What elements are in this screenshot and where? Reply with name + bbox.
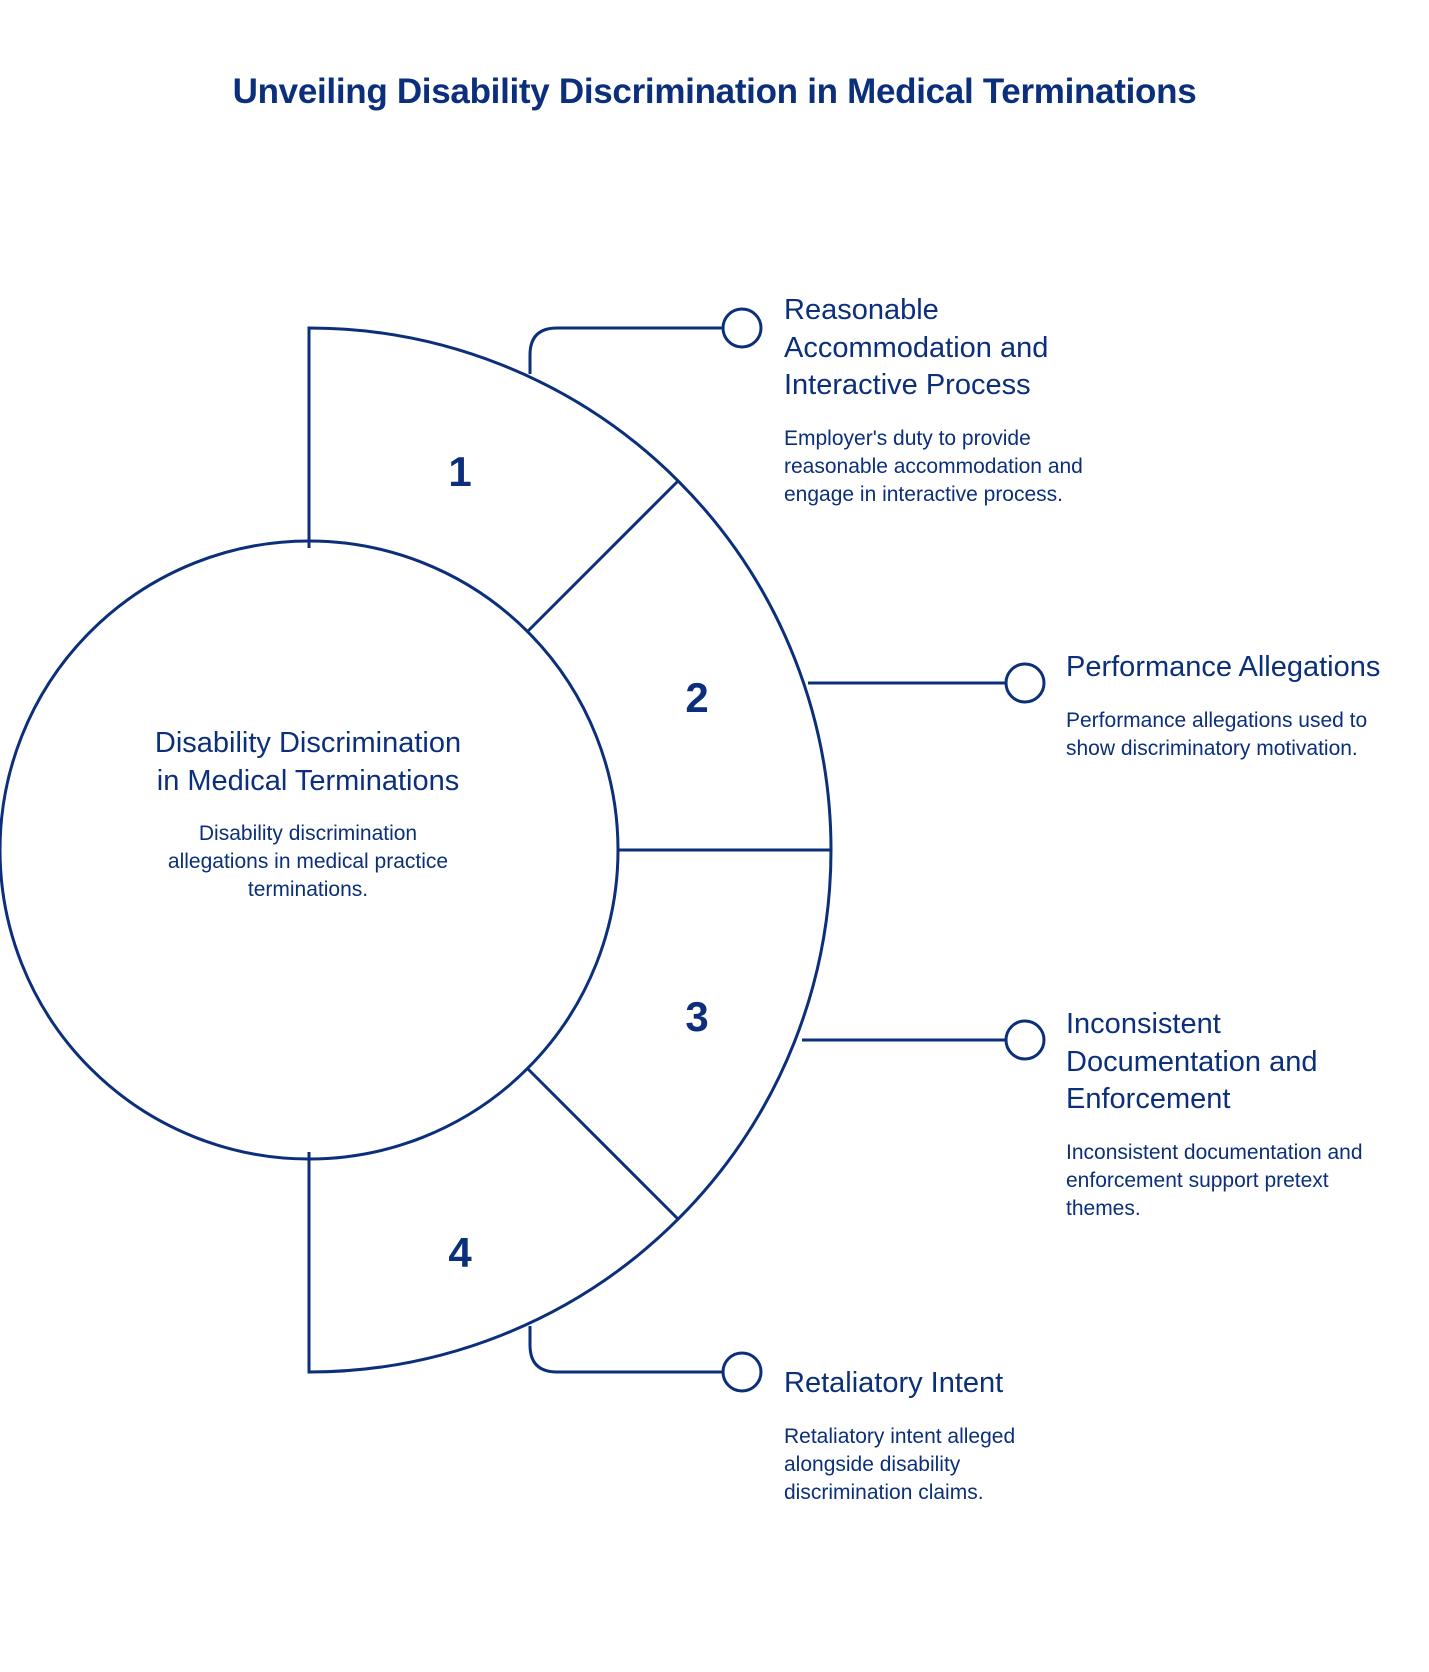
item-2-description: Performance allegations used to show dis…: [1066, 708, 1368, 760]
item-4-description: Retaliatory intent alleged alongside dis…: [784, 1424, 1016, 1504]
page-title: Unveiling Disability Discrimination in M…: [232, 72, 1197, 111]
segment-2-number: 2: [685, 674, 708, 721]
item-1-title: Reasonable Accommodation and Interactive…: [784, 294, 1049, 401]
center-topic: Disability Discrimination in Medical Ter…: [150, 725, 466, 904]
item-1: Reasonable Accommodation and Interactive…: [784, 292, 1104, 509]
segment-4-number: 4: [448, 1229, 472, 1276]
item-4: Retaliatory Intent Retaliatory intent al…: [784, 1365, 1084, 1507]
connector-2-node-icon: [1004, 662, 1046, 704]
segment-3-number: 3: [685, 993, 708, 1040]
item-1-description: Employer's duty to provide reasonable ac…: [784, 426, 1083, 506]
item-3-title: Inconsistent Documentation and Enforceme…: [1066, 1008, 1318, 1115]
item-3: Inconsistent Documentation and Enforceme…: [1066, 1006, 1386, 1223]
item-2-title: Performance Allegations: [1066, 651, 1381, 683]
divider-1-2: [526, 479, 680, 633]
divider-3-4: [526, 1067, 680, 1221]
connector-3-node-icon: [1004, 1019, 1046, 1061]
item-2: Performance Allegations Performance alle…: [1066, 649, 1396, 763]
center-title: Disability Discrimination in Medical Ter…: [154, 727, 462, 797]
connector-4-node-icon: [721, 1351, 763, 1393]
item-4-title: Retaliatory Intent: [784, 1367, 1004, 1399]
connector-1: [528, 326, 723, 374]
connector-1-node-icon: [721, 307, 763, 349]
center-description: Disability discrimination allegations in…: [167, 822, 449, 901]
item-3-description: Inconsistent documentation and enforceme…: [1066, 1140, 1363, 1220]
segment-1-number: 1: [448, 448, 471, 495]
connector-4: [528, 1326, 723, 1374]
